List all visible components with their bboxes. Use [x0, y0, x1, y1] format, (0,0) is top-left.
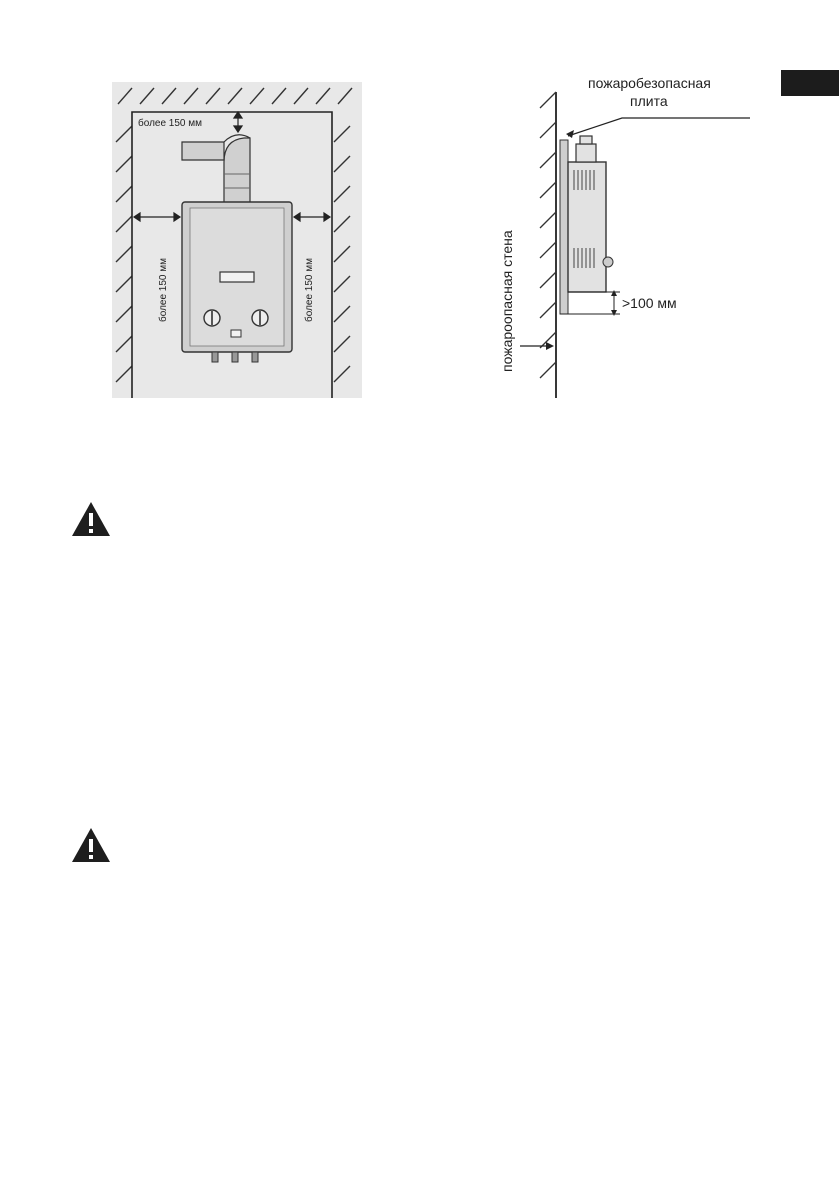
section-tab-marker [781, 70, 839, 96]
right-wall-hatching [333, 125, 351, 383]
plate-label-line1: пожаробезопасная [588, 75, 711, 91]
ceiling-hatching [117, 87, 353, 105]
display-window [219, 271, 255, 283]
plate-label-line2: плита [630, 93, 668, 109]
warning-triangle-icon [72, 502, 110, 536]
left-wall-hatching [115, 125, 133, 383]
left-clearance-label: более 150 мм [157, 258, 169, 322]
wall-label: пожароопасная стена [499, 230, 515, 372]
room-outline [131, 111, 333, 398]
side-mounting-diagram: пожаробезопасная плита >100 мм пожароопа… [480, 62, 760, 398]
wall-hatching [539, 91, 557, 379]
installation-clearance-diagram: более 150 мм более 150 мм более 150 мм [112, 82, 362, 398]
right-clearance-label: более 150 мм [303, 258, 315, 322]
gap-label: >100 мм [622, 295, 677, 311]
warning-triangle-icon [72, 828, 110, 862]
top-clearance-label: более 150 мм [138, 117, 202, 129]
fireproof-plate [559, 139, 569, 315]
